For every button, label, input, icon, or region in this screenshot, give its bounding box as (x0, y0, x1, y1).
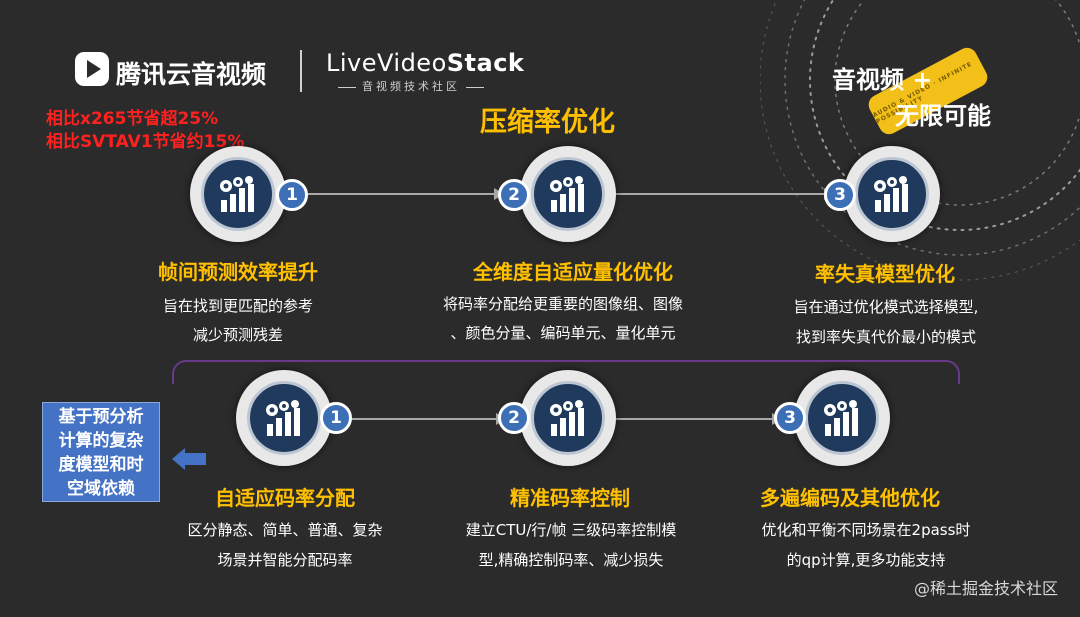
node-3-circle (844, 146, 940, 242)
chart-gear-icon (855, 157, 929, 231)
chart-gear-icon (201, 157, 275, 231)
chart-gear-icon (531, 381, 605, 455)
row-bracket (172, 360, 960, 384)
chart-gear-icon (247, 381, 321, 455)
brand-name: 腾讯云音视频 (116, 60, 267, 89)
savings-line-2: 相比SVTAV1节省约15% (46, 132, 245, 152)
slogan-line-2: 无限可能 (895, 102, 991, 130)
connector-line (298, 193, 494, 195)
watermark: @稀土掘金技术社区 (913, 579, 1058, 598)
chart-gear-icon (531, 157, 605, 231)
node-title: 帧间预测效率提升 (158, 260, 318, 284)
lvs-subtitle: 音视频技术社区 (332, 78, 490, 94)
node-4-circle (236, 370, 332, 466)
step-badge: 2 (498, 402, 530, 434)
node-title: 全维度自适应量化优化 (473, 260, 673, 284)
note-line: 度模型和时 (58, 455, 144, 475)
node-desc-line: 型,精确控制码率、减少损失 (478, 551, 664, 569)
chart-gear-icon (805, 381, 879, 455)
analysis-note-box: 基于预分析 计算的复杂 度模型和时 空域依赖 (42, 402, 160, 502)
node-desc-line: 找到率失真代价最小的模式 (795, 328, 976, 346)
node-title: 多遍编码及其他优化 (760, 486, 940, 510)
connector-line (616, 418, 772, 420)
node-desc-line: 、颜色分量、编码单元、量化单元 (450, 324, 676, 342)
page-title: 压缩率优化 (480, 107, 615, 138)
node-desc-line: 减少预测残差 (192, 326, 283, 344)
connector-line (614, 193, 824, 195)
step-badge: 1 (320, 402, 352, 434)
note-line: 空域依赖 (67, 479, 135, 499)
node-title: 精准码率控制 (510, 486, 630, 510)
node-desc-line: 区分静态、简单、普通、复杂 (187, 521, 383, 539)
node-title: 自适应码率分配 (215, 486, 355, 510)
step-badge: 2 (498, 179, 530, 211)
step-badge: 3 (774, 402, 806, 434)
livevideostack-logo: LiveVideoStack (326, 49, 524, 77)
node-1-circle (190, 146, 286, 242)
slogan-line-1: 音视频 + (832, 66, 933, 94)
step-badge: 3 (824, 179, 856, 211)
step-badge: 1 (276, 179, 308, 211)
node-desc-line: 旨在通过优化模式选择模型, (793, 298, 979, 316)
node-title: 率失真模型优化 (815, 262, 955, 286)
node-desc-line: 旨在找到更匹配的参考 (162, 297, 313, 315)
dotted-arc-decoration (760, 0, 1080, 281)
connector-line (350, 418, 496, 420)
node-desc-line: 建立CTU/行/帧 三级码率控制模 (465, 521, 677, 539)
node-desc-line: 场景并智能分配码率 (217, 551, 353, 569)
tencent-cloud-logo-icon (75, 52, 109, 86)
note-line: 计算的复杂 (58, 431, 144, 451)
node-desc-line: 优化和平衡不同场景在2pass时 (761, 521, 971, 539)
savings-line-1: 相比x265节省超25% (46, 109, 219, 129)
node-desc-line: 将码率分配给更重要的图像组、图像 (442, 295, 683, 313)
node-6-circle (794, 370, 890, 466)
brand-divider (300, 50, 302, 92)
lvs-title-prefix: LiveVideo (326, 49, 447, 77)
note-line: 基于预分析 (58, 407, 144, 427)
node-desc-line: 的qp计算,更多功能支持 (786, 551, 946, 569)
lvs-title-bold: Stack (446, 49, 525, 77)
node-5-circle (520, 370, 616, 466)
node-2-circle (520, 146, 616, 242)
